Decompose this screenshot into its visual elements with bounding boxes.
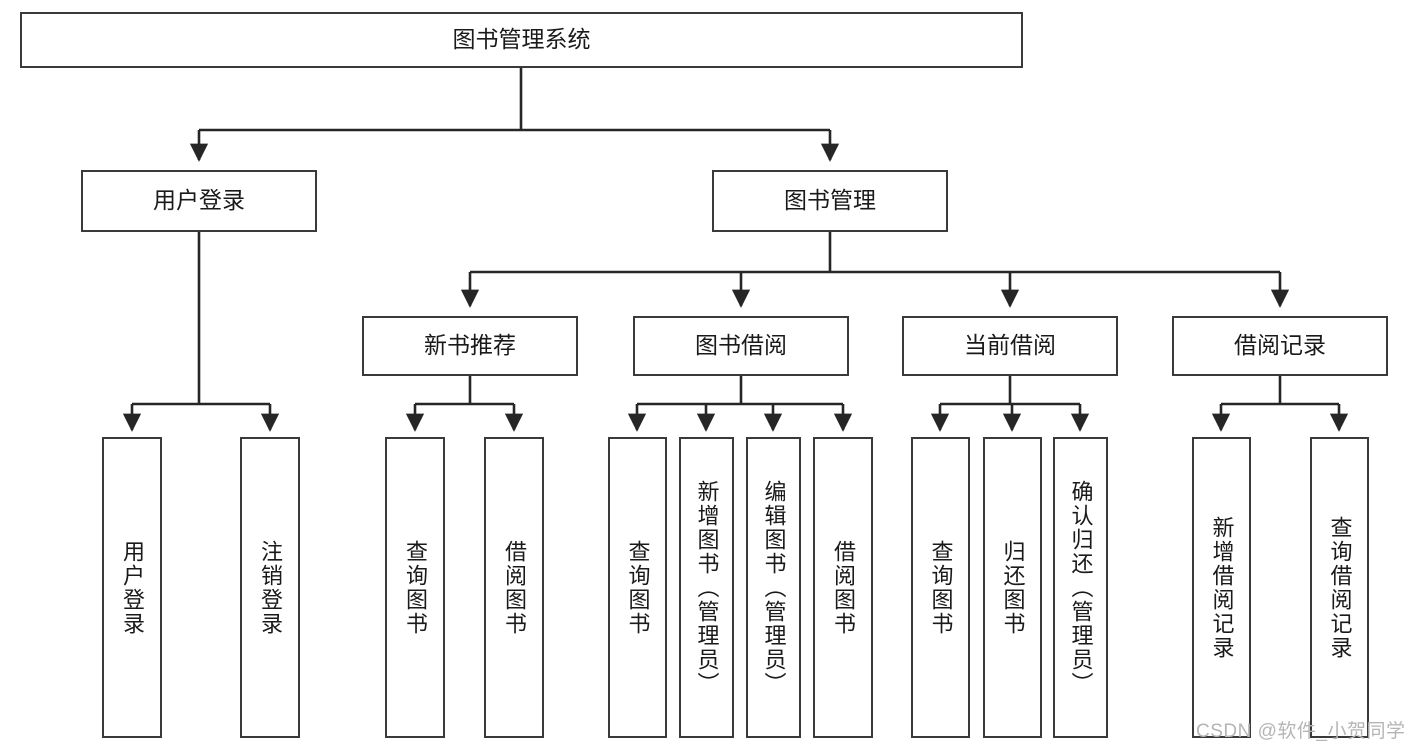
node-leaf-return-books[interactable]: 归还图书 (983, 437, 1042, 738)
node-book-borrow-label: 图书借阅 (695, 332, 787, 359)
node-leaf-add-borrow-record[interactable]: 新增借阅记录 (1192, 437, 1251, 738)
node-leaf-add-book-admin[interactable]: 新增图书（管理员） (679, 437, 734, 738)
node-new-book-recommend[interactable]: 新书推荐 (362, 316, 578, 376)
node-leaf-query-books-newbook[interactable]: 查询图书 (385, 437, 445, 738)
node-new-book-recommend-label: 新书推荐 (424, 332, 516, 359)
node-leaf-borrow-books-borrow[interactable]: 借阅图书 (813, 437, 873, 738)
node-user-login-label: 用户登录 (153, 187, 245, 214)
node-book-management-label: 图书管理 (784, 187, 876, 214)
node-leaf-borrow-books-newbook[interactable]: 借阅图书 (484, 437, 544, 738)
node-leaf-confirm-return-admin[interactable]: 确认归还（管理员） (1053, 437, 1108, 738)
node-leaf-logout[interactable]: 注销登录 (240, 437, 300, 738)
node-book-borrow[interactable]: 图书借阅 (633, 316, 849, 376)
node-leaf-user-login-label: 用户登录 (120, 539, 145, 636)
node-leaf-user-login[interactable]: 用户登录 (102, 437, 162, 738)
node-leaf-add-borrow-record-label: 新增借阅记录 (1209, 515, 1235, 660)
node-leaf-confirm-return-admin-label: 确认归还（管理员） (1068, 479, 1094, 696)
node-root-label: 图书管理系统 (452, 26, 591, 53)
node-borrow-record-label: 借阅记录 (1234, 332, 1326, 359)
node-leaf-query-borrow-record-label: 查询借阅记录 (1327, 515, 1353, 660)
node-leaf-add-book-admin-label: 新增图书（管理员） (694, 479, 720, 696)
node-leaf-query-books-current[interactable]: 查询图书 (911, 437, 970, 738)
node-root[interactable]: 图书管理系统 (20, 12, 1023, 68)
node-leaf-query-books-borrow[interactable]: 查询图书 (608, 437, 667, 738)
node-leaf-edit-book-admin-label: 编辑图书（管理员） (761, 479, 787, 696)
node-leaf-logout-label: 注销登录 (258, 539, 283, 636)
node-leaf-query-books-newbook-label: 查询图书 (403, 539, 428, 636)
node-leaf-return-books-label: 归还图书 (1000, 539, 1026, 636)
node-leaf-borrow-books-newbook-label: 借阅图书 (502, 539, 527, 636)
node-user-login[interactable]: 用户登录 (81, 170, 317, 232)
node-leaf-edit-book-admin[interactable]: 编辑图书（管理员） (746, 437, 801, 738)
csdn-watermark: CSDN @软件_小贺同学 (1196, 721, 1405, 742)
node-leaf-query-books-borrow-label: 查询图书 (625, 539, 651, 636)
node-book-management[interactable]: 图书管理 (712, 170, 948, 232)
node-current-borrow[interactable]: 当前借阅 (902, 316, 1118, 376)
node-leaf-query-borrow-record[interactable]: 查询借阅记录 (1310, 437, 1369, 738)
node-leaf-query-books-current-label: 查询图书 (928, 539, 954, 636)
node-leaf-borrow-books-borrow-label: 借阅图书 (831, 539, 856, 636)
node-borrow-record[interactable]: 借阅记录 (1172, 316, 1388, 376)
node-current-borrow-label: 当前借阅 (964, 332, 1056, 359)
